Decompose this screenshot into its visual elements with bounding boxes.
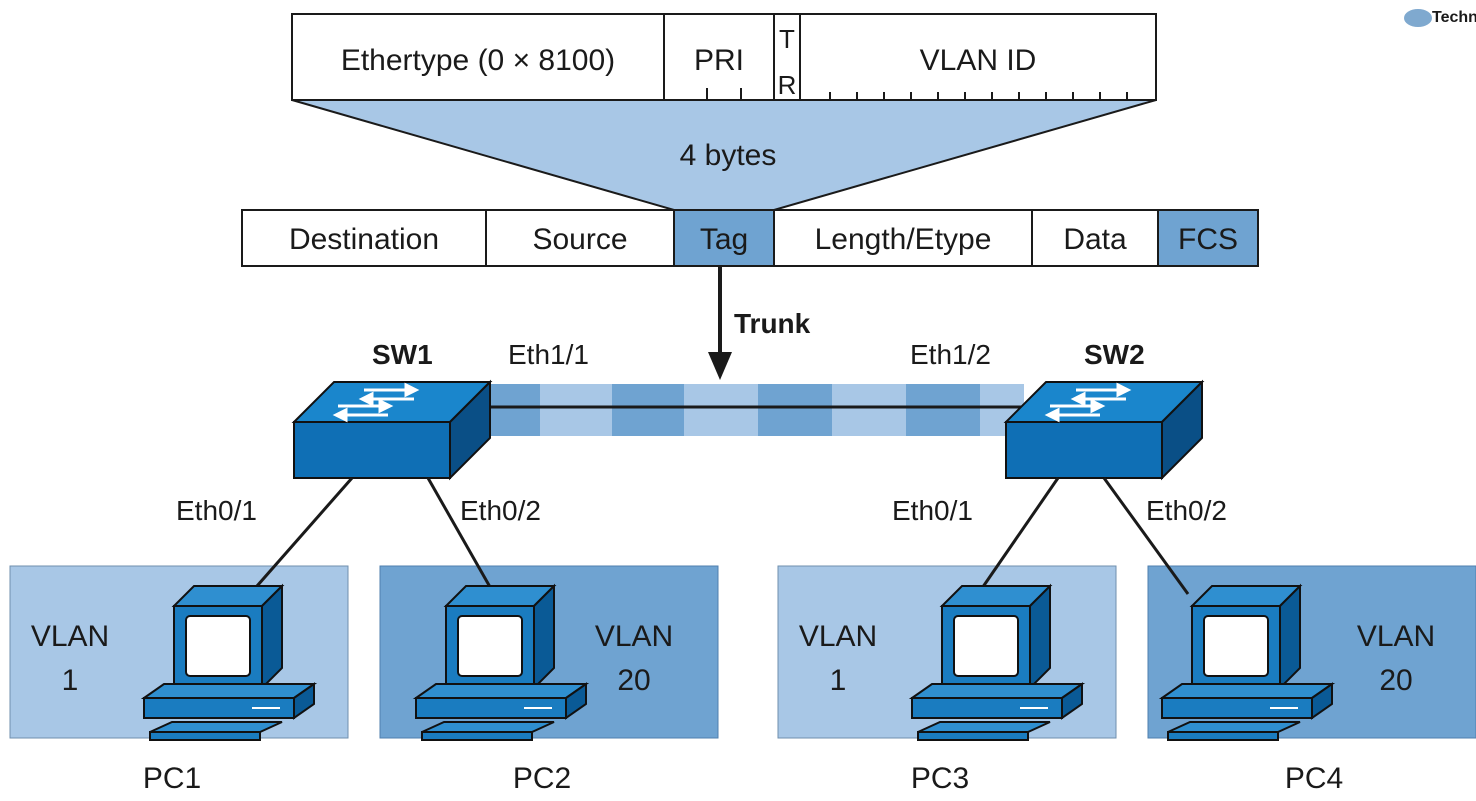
pc2-vlan-word: VLAN [595,620,673,653]
watermark-text: Technet [1432,9,1476,26]
sw1-port-a: Eth0/1 [176,495,257,526]
sw1-label: SW1 [372,339,433,370]
pc2-name: PC2 [513,762,571,795]
pc2-vlan-number: 20 [617,664,650,697]
frame-field-length-etype: Length/Etype [815,223,992,256]
access-links [248,477,1190,595]
trunk-arrow [708,266,732,380]
frame-field-destination: Destination [289,223,439,256]
sw1-switch-icon [292,380,492,480]
frame-field-tag: Tag [700,223,748,256]
sw1-port-b: Eth0/2 [460,495,541,526]
frame-field-data: Data [1063,223,1127,256]
sw2-label: SW2 [1084,339,1145,370]
vlan-id-field: VLAN ID [920,44,1037,77]
watermark: Technet [1404,9,1476,27]
ethernet-frame: Destination Source Tag Length/Etype Data… [241,209,1259,267]
frame-field-fcs: FCS [1178,223,1238,256]
sw1-trunk-port: Eth1/1 [508,339,589,370]
pc1-vlan-word: VLAN [31,620,109,653]
vlan-id-bit-ticks [829,92,1128,100]
tr-field-bottom: R [778,70,797,100]
frame-field-source: Source [532,223,627,256]
pc1-name: PC1 [143,762,201,795]
pc4-name: PC4 [1285,762,1343,795]
pc3-name: PC3 [911,762,969,795]
pri-field: PRI [694,44,744,77]
trunk-label: Trunk [734,308,811,339]
sw2-switch-icon [1004,380,1204,480]
sw2-port-b: Eth0/2 [1146,495,1227,526]
pc3-vlan-number: 1 [830,664,847,697]
tag-size-label: 4 bytes [680,139,777,172]
sw2-trunk-port: Eth1/2 [910,339,991,370]
tr-field-top: T [779,24,795,54]
trunk-link [488,384,1040,436]
tag-header: Ethertype (0 × 8100) PRI T R VLAN ID [291,13,1157,101]
sw2-port-a: Eth0/1 [892,495,973,526]
pri-bit-ticks [706,88,742,100]
pc3-vlan-word: VLAN [799,620,877,653]
pc1-vlan-number: 1 [62,664,79,697]
pc4-vlan-word: VLAN [1357,620,1435,653]
pc4-vlan-number: 20 [1379,664,1412,697]
ethertype-field: Ethertype (0 × 8100) [341,44,615,77]
